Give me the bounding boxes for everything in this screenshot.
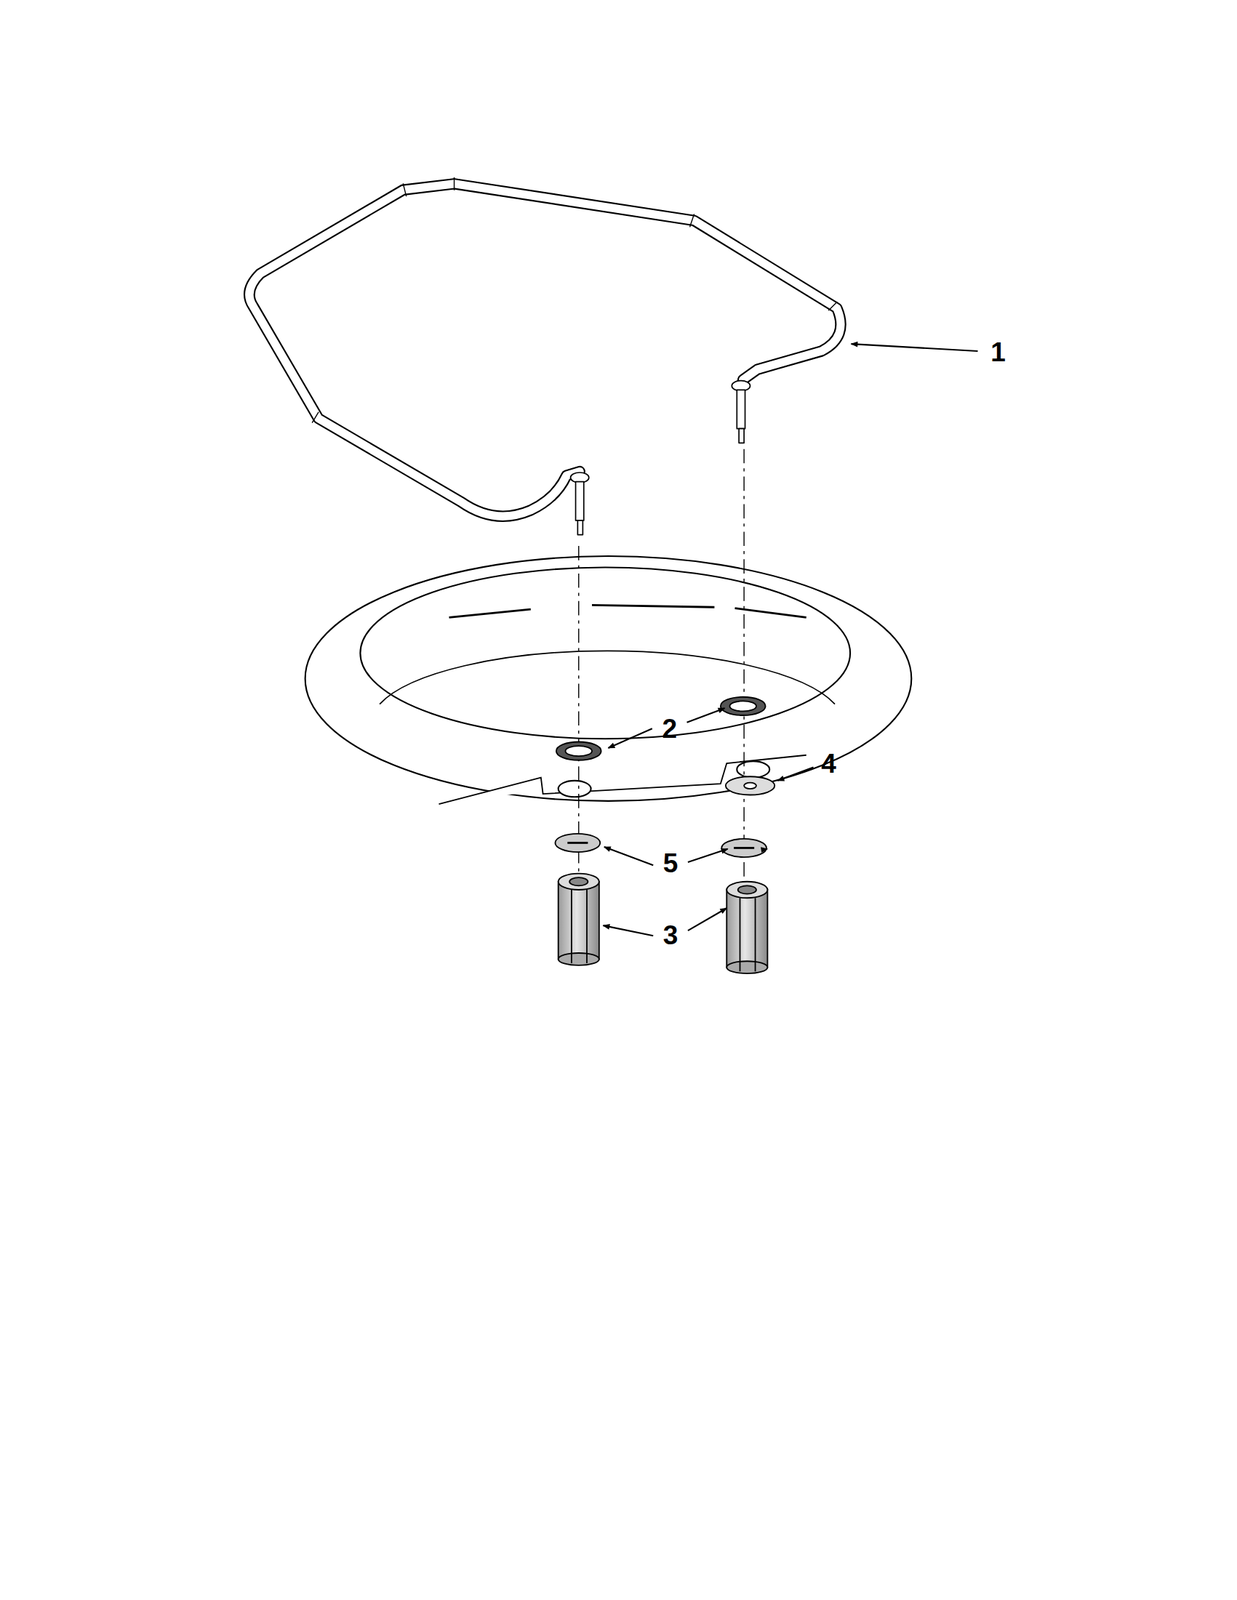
callout-number: 3 (663, 921, 679, 949)
tub-ring (305, 556, 912, 805)
seal-disc (554, 834, 767, 858)
assembly-axis (578, 449, 744, 888)
washer (556, 697, 766, 761)
heating-element (249, 177, 841, 535)
hex-nut (558, 874, 768, 975)
callout-number: 1 (990, 338, 1006, 366)
washer (725, 776, 775, 795)
callout-number: 5 (663, 850, 679, 878)
callout-number: 2 (661, 715, 678, 743)
leader-line (602, 343, 978, 936)
callout-number: 4 (821, 749, 837, 777)
